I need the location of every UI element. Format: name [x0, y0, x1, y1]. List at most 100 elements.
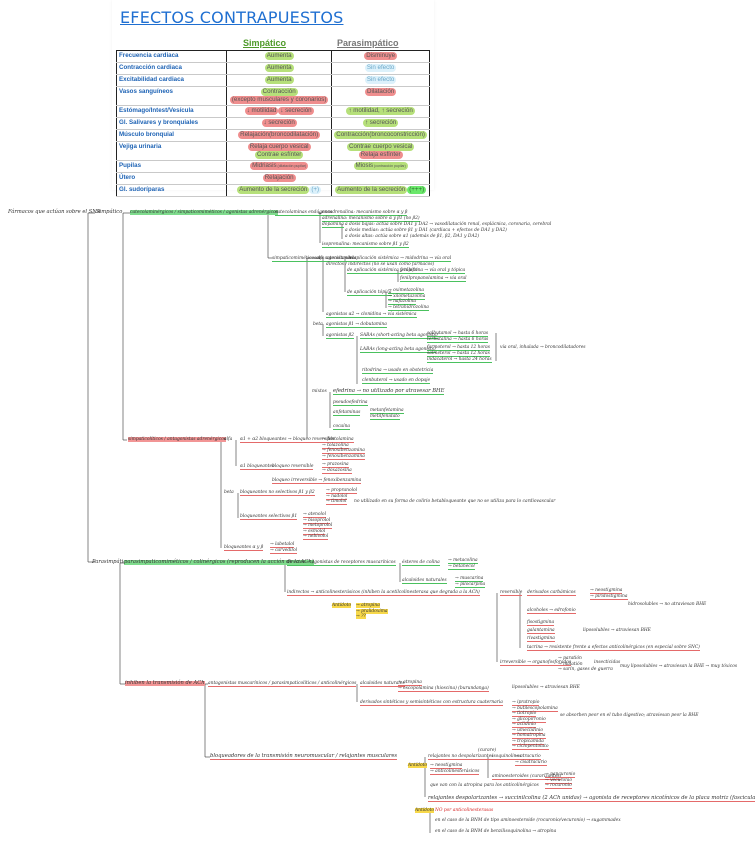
mindmap-node-n-ag1: agonistas α1: [326, 256, 355, 262]
mindmap-leaf: → betanecol: [448, 564, 475, 570]
mindmap-leaf: → fenoxibenzamina: [322, 448, 365, 454]
mindmap-leaf: → umeclidinio: [512, 727, 544, 734]
mindmap-node-root: Fármacos que actúan sobre el SNA: [8, 209, 101, 215]
mindmap-node-n-ag1note: directos / indirectos (no se usan como f…: [326, 262, 435, 267]
effect-pill: Relaja esfínter: [358, 151, 403, 159]
mindmap-node-n-antidoto: Antídoto: [332, 603, 352, 608]
mindmap-leaf: → ??: [356, 614, 366, 619]
table-row: Gl. sudoríparas Aumento de la secreción(+…: [116, 184, 430, 197]
mindmap-node-n-a1irr: bloqueo irreversible → fenoxibenzamina: [272, 478, 362, 484]
effect-pill: Disminuye: [364, 52, 398, 60]
mindmap-node-n-a1blq: α1 bloqueantes: [240, 464, 275, 470]
mindmap-node-n-irrevnote: muy liposolubles → atraviesan la BHE → m…: [620, 664, 738, 669]
mindmap-node-n-laba3: indacaterol → hasta 24 horas: [427, 357, 492, 363]
column-header-parasympathetic: Parasimpático: [337, 38, 399, 48]
mindmap-node-n-b1: agonistas β1 → dobutamina: [326, 322, 387, 328]
mindmap-node-n-antimus: antagonistas muscarínicos / parasimpatic…: [208, 681, 357, 687]
effect-pill: Aumento de la secreción: [335, 186, 408, 194]
mindmap-node-n-ag2: agonistas α2 → clonidina → vía sistémica: [326, 312, 417, 318]
effect-pill: Midriasis (dilatación pupilar): [250, 162, 309, 170]
mindmap-leaf: → tiotropio: [512, 711, 537, 717]
mindmap-node-n-caso1: en el caso de la BNM de tipo aminoestero…: [435, 818, 621, 823]
effect-pill: ↓ secreción: [261, 119, 297, 127]
mindmap-leaf: → xilometazolina: [388, 293, 426, 300]
mindmap-leaf: → tropicamida: [512, 738, 544, 745]
mindmap-node-n-saba2: terbutalina → hasta 6 horas: [427, 337, 489, 343]
organ-label: Excitabilidad cardiaca: [116, 74, 227, 87]
mindmap-node-n-efedrina: efedrina → no utilizado por atravesar BH…: [333, 388, 445, 395]
organ-label: Estómago/Intest/Vesícula: [116, 105, 227, 118]
organ-label: Vejiga urinaria: [116, 141, 227, 161]
effect-pill: Aumenta: [264, 64, 294, 72]
mindmap-node-n-cocaina: cocaína: [333, 424, 351, 430]
effect-pill: Dilatación: [365, 88, 397, 96]
mindmap-node-n-adre: adrenalina: mecanismo sobre α y β1 (no β…: [322, 216, 420, 222]
mindmap-node-n-hidro: hidrosolubles → no atraviesan BHE: [628, 602, 707, 607]
mindmap-leaf: → esmolol: [303, 528, 326, 535]
mindmap-node-n-simplit: simpaticolíticos / antagonistas adrenérg…: [128, 437, 227, 442]
mindmap-node-n-alcnat: alcaloides naturales: [360, 681, 405, 687]
mindmap-node-n-alfa: alfa: [316, 256, 325, 261]
mindmap-leaf: → pilocarpina: [455, 582, 486, 588]
mindmap-leaf: → metoprolol: [303, 523, 333, 529]
sympathetic-effect: Relajación: [226, 172, 333, 185]
mindmap-leaf: → atropina: [356, 603, 380, 608]
mindmap-node-n-lalfa: alfa: [224, 437, 233, 442]
mindmap-node-n-lipo: liposolubles → atraviesan BHE: [583, 628, 651, 633]
parasympathetic-effect: Miosis (contracción pupilar): [331, 160, 430, 173]
sympathetic-effect: ↓ secreción: [226, 117, 333, 130]
parasympathetic-effect: Aumento de la secreción(+++): [331, 184, 430, 197]
table-row: Gl. Salivares y bronquiales↓ secreción↑ …: [116, 117, 430, 130]
mindmap-node-n-derivnote: se absorben peor en el tubo digestivo; a…: [560, 713, 699, 718]
sympathetic-effect: Contracción(excepto musculares y coronar…: [226, 86, 333, 106]
organ-label: Vasos sanguíneos: [116, 86, 227, 106]
mindmap-leaf: → paratión: [558, 656, 582, 661]
mindmap-node-n-galant: galantamina: [527, 628, 555, 634]
mindmap-leaf: → pancuronio: [545, 772, 576, 778]
mindmap-leaf: → tetrahidrozolina: [388, 304, 429, 311]
mindmap-leaf: → cisatracurio: [515, 759, 547, 766]
effect-pill: (excepto musculares y coronarios): [229, 96, 329, 104]
mindmap-leaf: → escopolamina (hioscina) (burundanga): [398, 686, 489, 692]
document-title: EFECTOS CONTRAPUESTOS: [120, 8, 344, 27]
mindmap-node-n-esteres: ésteres de colina: [402, 560, 440, 566]
mindmap-node-n-b2: agonistas β2: [326, 333, 354, 339]
mindmap-leaf: → atropina: [398, 680, 422, 686]
mindmap-node-n-parasim: parasimpaticomiméticos / colinérgicos (r…: [124, 559, 314, 565]
mindmap-node-n-antidoto3: Antídoto: [415, 808, 435, 813]
mindmap-node-n-pseudo: pseudoefedrina: [333, 400, 368, 406]
mindmap-leaf: → timolol: [326, 499, 347, 505]
organ-label: Gl. Salivares y bronquiales: [116, 117, 227, 130]
mindmap-leaf: → atenolol: [303, 512, 326, 518]
mindmap-node-n-a1a2: α1 + α2 bloqueantes → bloqueo reversible: [240, 437, 335, 443]
parasympathetic-effect: Sin efecto: [331, 62, 430, 75]
column-header-sympathetic: Simpático: [243, 38, 287, 48]
mindmap-node-n-bnosel: bloqueantes no selectivos β1 y β2: [240, 490, 315, 496]
parasympathetic-effect: Dilatación: [331, 86, 430, 106]
sympathetic-effect: Aumenta: [226, 62, 333, 75]
organ-label: Útero: [116, 172, 227, 185]
mindmap-node-n-nora: noradrenalina: mecanismo sobre α y β: [322, 210, 408, 216]
mindmap-node-n-insect: insecticidas: [594, 660, 621, 665]
mindmap-leaf: → glicopirronio: [512, 716, 546, 723]
mindmap-node-n-no: NO por anticolinesterasas: [435, 808, 494, 813]
organ-label: Frecuencia cardiaca: [116, 50, 227, 63]
parasympathetic-effect: [331, 172, 430, 185]
mindmap-leaf: → nebivolol: [303, 534, 329, 540]
organ-label: Pupilas: [116, 160, 227, 173]
mindmap-leaf: → labetalol: [270, 542, 295, 548]
mindmap-node-n-dopa2: a dosis medias: actúa sobre β1 y DA1 (ca…: [345, 228, 507, 233]
mindmap-node-n-simp: Simpático: [96, 209, 123, 215]
mindmap-node-n-ag1b2: fenilpropanolamina → vía oral: [400, 276, 467, 282]
organ-label: Gl. sudoríparas: [116, 184, 227, 197]
mindmap-leaf: → tolazolina: [322, 442, 349, 449]
table-row: Estómago/Intest/Vesícula↓ motilidad↓ sec…: [116, 105, 430, 118]
mindmap-node-n-nocat: simpaticomiméticos no catecolaminas: [272, 256, 357, 262]
